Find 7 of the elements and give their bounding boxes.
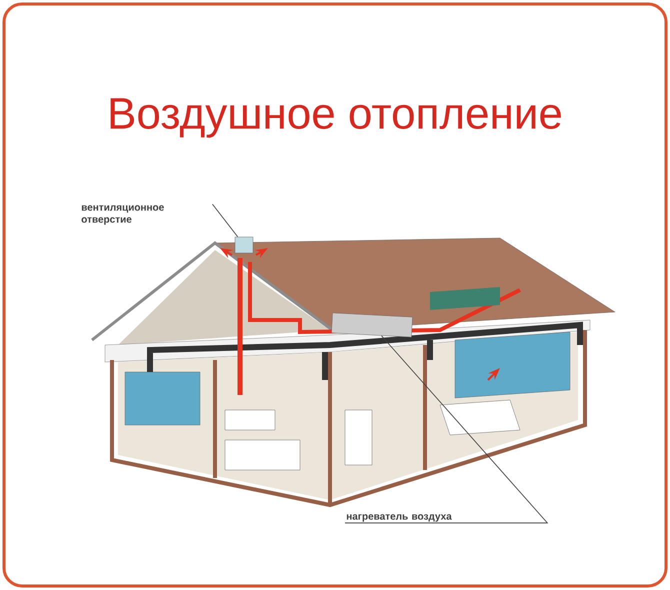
callout-label: нагреватель воздуха xyxy=(346,514,452,522)
callout-label: вентиляционное отверстие xyxy=(82,205,164,225)
heater-box xyxy=(331,312,413,338)
vent-cap-drawing xyxy=(234,236,254,254)
leader-line xyxy=(344,335,548,524)
title: Воздушное отопление xyxy=(110,98,561,138)
leader-line xyxy=(212,204,238,238)
